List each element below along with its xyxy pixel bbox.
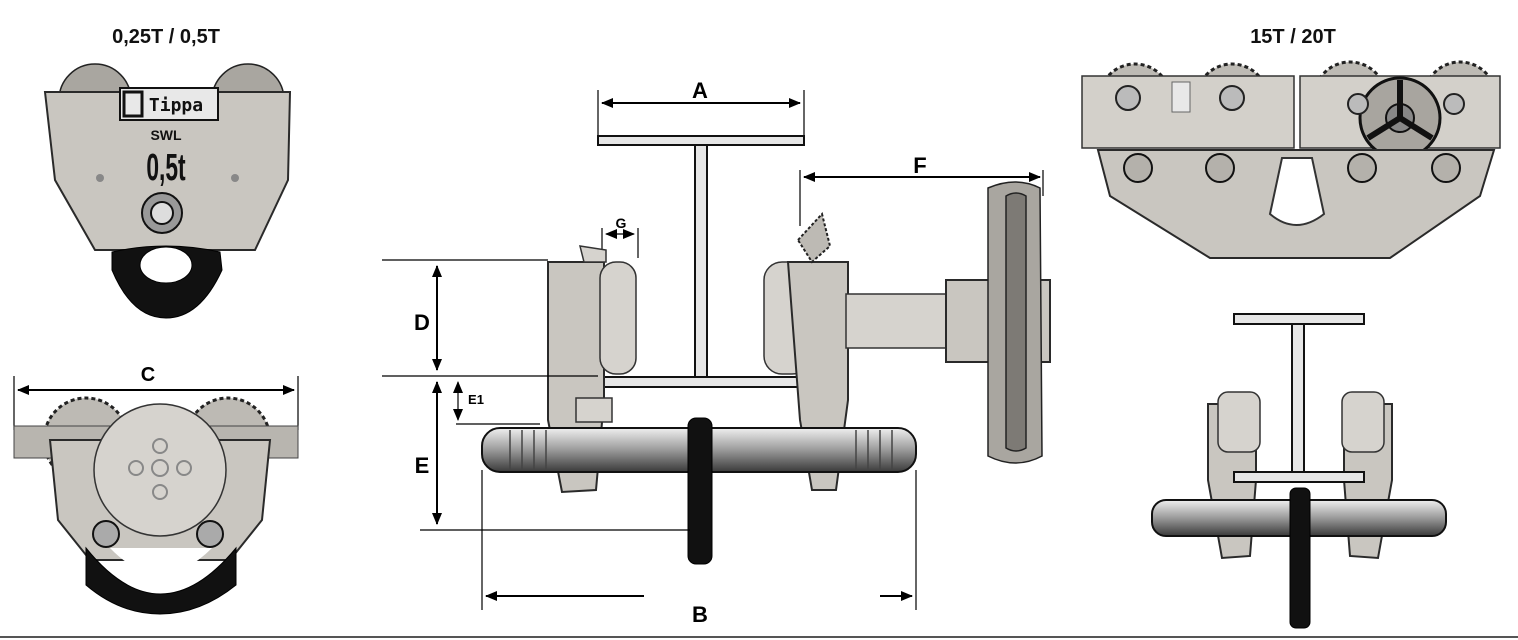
lifting-ring-small bbox=[1289, 487, 1311, 629]
dimension-f-label: F bbox=[913, 153, 926, 178]
side-plate bbox=[43, 91, 292, 251]
bolt-left-icon bbox=[92, 520, 120, 548]
dimension-g-label: G bbox=[616, 215, 627, 231]
beam-bottom-flange bbox=[597, 376, 805, 388]
dimension-e-label: E bbox=[415, 453, 430, 478]
bolt-right-icon bbox=[196, 520, 224, 548]
dimension-c-label: C bbox=[141, 364, 155, 386]
wheel-disc bbox=[93, 403, 227, 537]
lifting-eye-side bbox=[85, 546, 237, 615]
drive-gear-icon bbox=[796, 211, 832, 264]
caption-large-model: 15T / 20T bbox=[1250, 26, 1336, 48]
large-trolley-side-view: 15T / 20T bbox=[1081, 26, 1501, 259]
swl-value: 0,5t bbox=[146, 146, 186, 188]
plate-bolt-icon bbox=[1123, 153, 1153, 183]
dimension-e1-label: E1 bbox=[468, 392, 484, 407]
large-trolley-front-view bbox=[1151, 313, 1447, 629]
gear-shaft bbox=[845, 293, 951, 349]
logo-mark-icon bbox=[122, 90, 144, 118]
dimension-d-label: D bbox=[414, 310, 430, 335]
lifting-ring bbox=[687, 417, 713, 565]
lifting-hole bbox=[1268, 157, 1326, 226]
brand-text: Tippa bbox=[149, 95, 203, 116]
dimension-a-label: A bbox=[692, 78, 708, 103]
small-trolley-front-view: 0,25T / 0,5T Tippa SWL 0,5t bbox=[43, 26, 292, 319]
dimension-b-label: B bbox=[692, 602, 708, 627]
caption-small-model: 0,25T / 0,5T bbox=[112, 26, 220, 48]
small-trolley-side-view: C bbox=[13, 364, 299, 615]
beam-bottom-flange-small bbox=[1233, 471, 1365, 483]
beam-web-small bbox=[1291, 323, 1305, 473]
beam-top-flange bbox=[597, 135, 805, 146]
swl-label: SWL bbox=[150, 127, 182, 143]
main-dimension-drawing: A G F bbox=[382, 78, 1051, 627]
beam-web bbox=[694, 144, 708, 378]
beam-top-flange-small bbox=[1233, 313, 1365, 325]
left-trolley-wheel bbox=[599, 261, 637, 375]
